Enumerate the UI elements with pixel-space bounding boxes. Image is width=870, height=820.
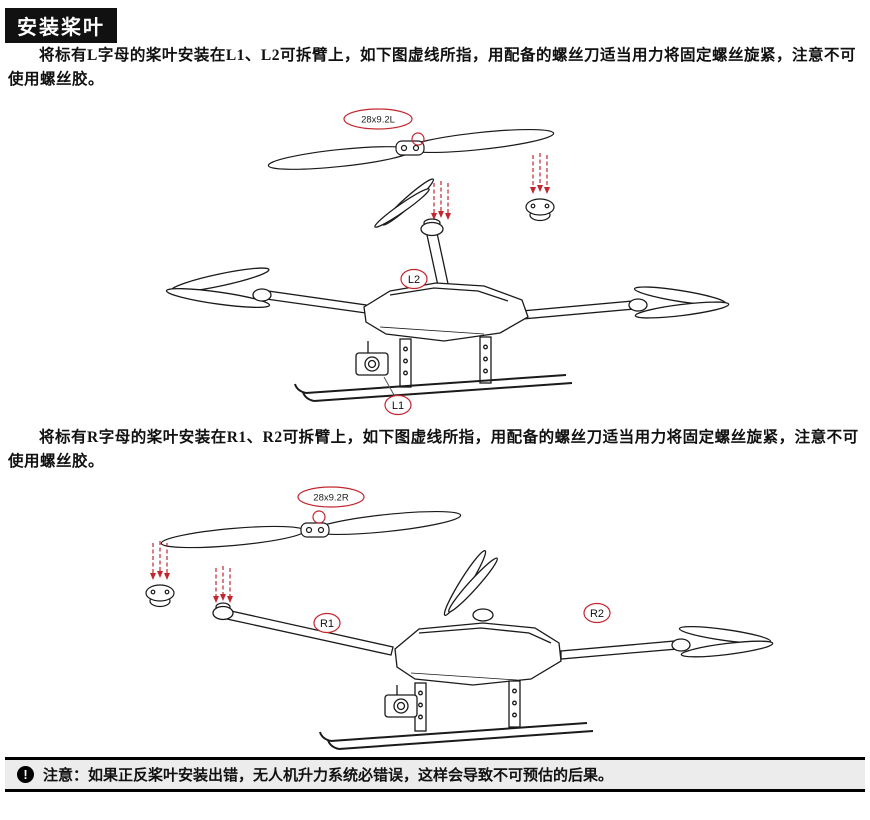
detached-propeller [267,128,555,170]
screw-guide-lines-motor [433,181,449,213]
arm-label-r1: R1 [313,612,341,634]
svg-text:L2: L2 [408,274,420,286]
propeller-size-label: 28x9.2R [313,493,349,504]
drone-body [165,178,730,402]
arm-label-r2: R2 [583,602,611,624]
arm-label-l2: L2 [400,268,428,290]
screw-guide-arrows-mount [150,571,170,580]
screw-guide-arrows-motor [431,211,451,220]
detached-motor-mount [145,584,175,608]
arm-label-l1: L1 [383,376,412,416]
propeller-size-annotation: 28x9.2R [297,486,365,524]
screw-guide-arrows-mount [530,185,550,194]
screw-guide-lines-mount [532,153,548,187]
screw-guide-arrows-motor [213,594,233,603]
instruction-paragraph-l: 将标有L字母的桨叶安装在L1、L2可拆臂上，如下图虚线所指，用配备的螺丝刀适当用… [8,47,857,89]
drone-illustration-l: 28x9.2L [165,108,730,416]
propeller-size-label: 28x9.2L [361,115,395,126]
svg-text:L1: L1 [392,400,404,412]
drone-body [212,550,774,750]
svg-text:R1: R1 [320,618,334,630]
section-header: 安装桨叶 [5,8,117,43]
screw-highlight-circle [312,510,326,524]
instruction-paragraph-r: 将标有R字母的桨叶安装在R1、R2可拆臂上，如下图虚线所指，用配备的螺丝刀适当用… [8,429,859,471]
figure-l-propeller-install: 28x9.2L [128,103,748,418]
figure-r-propeller-install: 28x9.2R [85,483,785,755]
warning-text: 注意：如果正反桨叶安装出错，无人机升力系统必错误，这样会导致不可预估的后果。 [43,768,614,784]
screw-guide-lines-mount [152,541,168,573]
propeller-size-annotation: 28x9.2L [343,108,425,146]
detached-motor-mount [525,198,555,222]
drone-illustration-r: 28x9.2R [145,486,774,750]
svg-text:R2: R2 [590,608,604,620]
section-title: 安装桨叶 [17,17,105,39]
exclamation-circle-icon: ! [17,766,34,783]
detached-propeller [160,510,462,549]
screw-guide-lines-motor [215,566,231,596]
screw-highlight-circle [411,132,425,146]
warning-note: ! 注意：如果正反桨叶安装出错，无人机升力系统必错误，这样会导致不可预估的后果。 [5,757,865,792]
